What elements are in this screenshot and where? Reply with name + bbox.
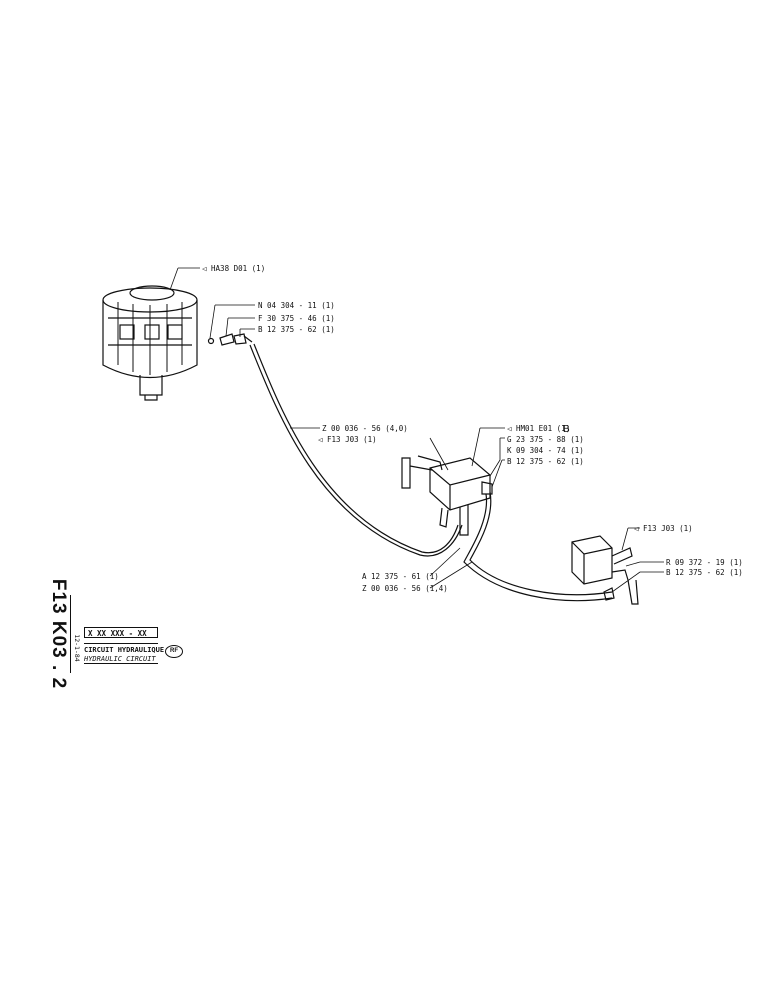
title-block-rule — [70, 595, 71, 673]
label-b12b: B 12 375 - 62 (1) — [507, 457, 584, 466]
label-hm01: ◁ HM01 E01 (1) — [507, 424, 570, 433]
label-a12: A 12 375 - 61 (1) — [362, 572, 439, 581]
title-divider-bottom — [84, 663, 158, 664]
label-hose2: Z 00 036 - 56 (1,4) — [362, 584, 448, 593]
label-n04: N 04 304 - 11 (1) — [258, 301, 335, 310]
label-f13b: ◁ F13 J03 (1) — [634, 524, 693, 533]
hose-z00-036-56-long — [249, 344, 463, 557]
drawing-number: F13 K03 . 2 — [48, 578, 69, 690]
rf-badge: RF — [165, 645, 183, 658]
title-french: CIRCUIT HYDRAULIQUE — [84, 646, 165, 654]
label-b12a: B 12 375 - 62 (1) — [258, 325, 335, 334]
valve-block — [401, 455, 493, 536]
hydraulic-motor — [102, 285, 198, 401]
label-b12c: B 12 375 - 62 (1) — [666, 568, 743, 577]
label-r09: R 09 372 - 19 (1) — [666, 558, 743, 567]
label-hm01-suffix: B — [563, 424, 570, 435]
drawing-date: 12-1-84 — [73, 634, 81, 662]
label-f30: F 30 375 - 46 (1) — [258, 314, 335, 323]
title-block: F13 K03 . 2 12-1-84 X XX XXX - XX CIRCUI… — [47, 578, 195, 690]
hose-z00-036-56-short — [469, 491, 613, 596]
remote-valve — [571, 535, 639, 605]
leader-lines — [169, 267, 664, 593]
title-divider — [84, 643, 158, 644]
label-f13a: ◁ F13 J03 (1) — [318, 435, 377, 444]
label-hose1: Z 00 036 - 56 (4,0) — [322, 424, 408, 433]
label-g23: G 23 375 - 88 (1) — [507, 435, 584, 444]
title-english: HYDRAULIC CIRCUIT — [84, 655, 156, 663]
label-k09: K 09 304 - 74 (1) — [507, 446, 584, 455]
part-code: X XX XXX - XX — [84, 627, 158, 638]
label-motor: ◁ HA38 D01 (1) — [202, 264, 265, 273]
motor-fittings — [207, 333, 253, 346]
